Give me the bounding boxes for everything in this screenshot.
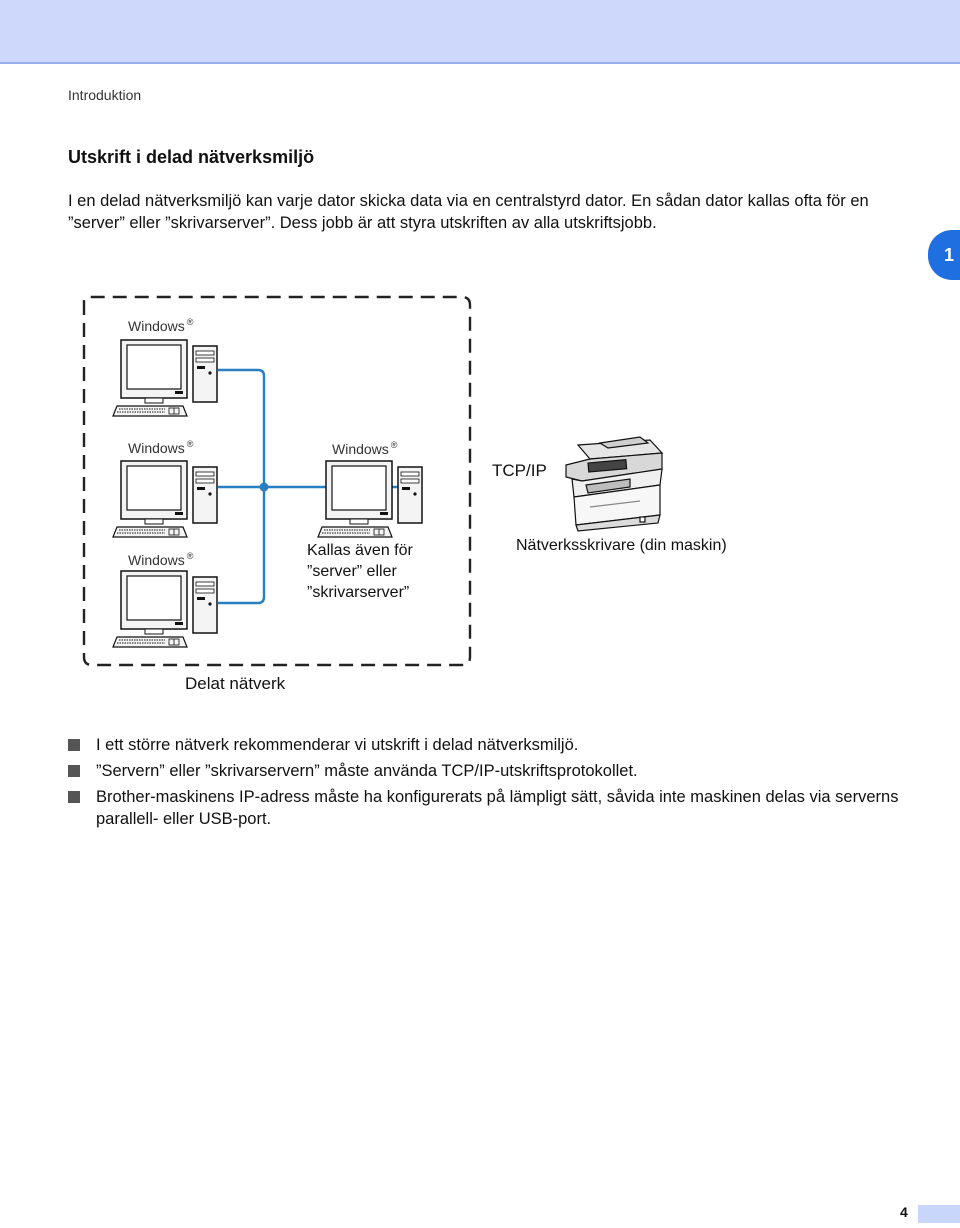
list-item: Brother-maskinens IP-adress måste ha kon… <box>68 786 908 830</box>
network-boundary <box>82 295 472 667</box>
computer-icon <box>112 339 218 417</box>
windows-label: Windows® <box>128 439 194 456</box>
network-junction <box>259 482 269 492</box>
server-computer-icon <box>317 460 423 538</box>
computer-icon <box>112 570 218 648</box>
server-caption-line: Kallas även för <box>307 542 414 559</box>
top-header-band <box>0 0 960 64</box>
server-caption-line: ”skrivarserver” <box>307 584 409 601</box>
running-head: Introduktion <box>68 87 142 103</box>
chapter-number: 1 <box>944 244 955 265</box>
page-tab <box>918 1205 960 1223</box>
server-caption-line: ”server” eller <box>307 563 397 580</box>
shared-network-diagram: Windows® Windows® Windows® Windows® Kall… <box>82 295 727 693</box>
windows-label: Windows® <box>332 440 398 457</box>
intro-paragraph: I en delad nätverksmiljö kan varje dator… <box>68 192 869 232</box>
windows-label: Windows® <box>128 317 194 334</box>
network-caption: Delat nätverk <box>185 674 286 693</box>
bullet-square-icon <box>68 739 80 751</box>
section-title: Utskrift i delad nätverksmiljö <box>68 147 315 167</box>
bullet-list: I ett större nätverk rekommenderar vi ut… <box>68 734 908 834</box>
list-item: I ett större nätverk rekommenderar vi ut… <box>68 734 908 756</box>
windows-label: Windows® <box>128 551 194 568</box>
protocol-label: TCP/IP <box>492 461 547 480</box>
printer-caption: Nätverksskrivare (din maskin) <box>516 537 727 554</box>
bullet-square-icon <box>68 791 80 803</box>
network-printer-icon <box>565 436 664 532</box>
page-number: 4 <box>900 1204 908 1220</box>
bullet-square-icon <box>68 765 80 777</box>
computer-icon <box>112 460 218 538</box>
list-item: ”Servern” eller ”skrivarservern” måste a… <box>68 760 908 782</box>
chapter-tab: 1 <box>928 230 960 280</box>
